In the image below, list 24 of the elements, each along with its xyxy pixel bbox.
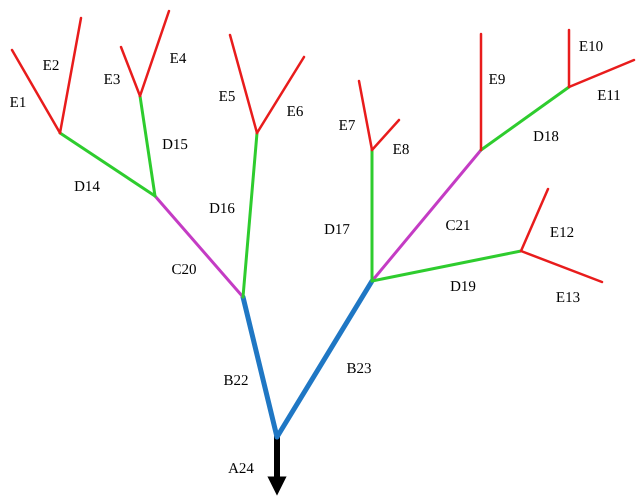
segment-label: E8 <box>392 142 410 158</box>
segment-label: D16 <box>209 201 235 217</box>
segment-label: D17 <box>324 222 350 238</box>
segment-label: D19 <box>450 279 476 295</box>
segment-label: E6 <box>286 104 304 120</box>
segment-label: C20 <box>172 262 196 278</box>
segment-label: E12 <box>550 225 574 241</box>
segment-label: E2 <box>42 58 60 74</box>
segment-label: D15 <box>162 137 188 153</box>
segment-label: E13 <box>556 290 580 306</box>
segment-label: E3 <box>104 72 120 88</box>
segment-label: E7 <box>338 118 356 134</box>
segment-label: D18 <box>533 129 559 145</box>
segment-label: B22 <box>224 373 248 389</box>
segment-label: D14 <box>74 179 100 195</box>
segment-label: B23 <box>346 361 372 377</box>
segment-label: E1 <box>10 95 26 111</box>
segment-label: E11 <box>597 88 621 104</box>
segment-label: E9 <box>488 72 506 88</box>
segment-label: C21 <box>446 218 470 234</box>
segment-label: E4 <box>170 51 186 67</box>
segment-label: A24 <box>228 461 254 477</box>
segment-label: E5 <box>218 89 236 105</box>
segment-label: E10 <box>578 39 604 55</box>
